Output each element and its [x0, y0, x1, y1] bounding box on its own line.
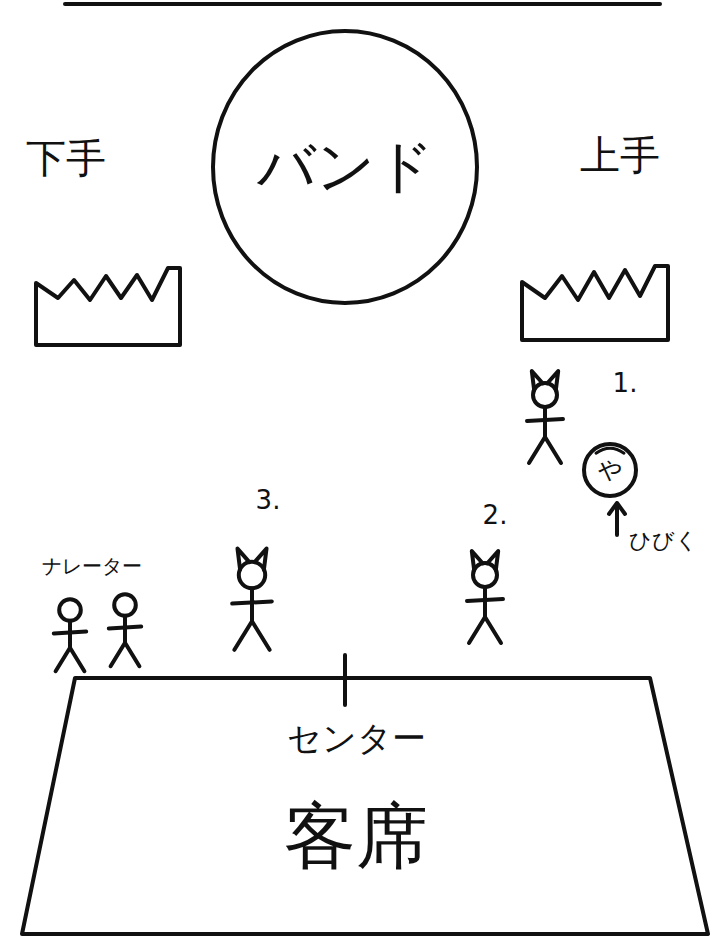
- narrator-label: ナレーター: [42, 555, 142, 577]
- performer-figure: [467, 551, 503, 643]
- drum-label: や: [598, 457, 623, 483]
- drum-circle: や: [582, 442, 638, 498]
- sound-arrow: [609, 503, 625, 535]
- position-number: 2.: [483, 501, 508, 530]
- performer-figure: [54, 599, 86, 671]
- stage-left-label: 下手: [26, 136, 106, 180]
- stage-right-label: 上手: [580, 133, 660, 177]
- performer-figure: [527, 371, 563, 463]
- band-area: バンド: [210, 28, 480, 306]
- sound-note: ひびく: [629, 529, 698, 553]
- position-number: 3.: [256, 486, 281, 515]
- crown-set-piece: [36, 268, 180, 345]
- stage-back-wall: [65, 2, 660, 6]
- center-label: センター: [287, 720, 426, 757]
- audience-label: 客席: [284, 797, 428, 876]
- position-number: 1.: [613, 369, 638, 398]
- band-label: バンド: [257, 135, 434, 199]
- crown-set-piece: [522, 266, 668, 340]
- audience-area: センター客席: [0, 660, 712, 937]
- performer-figure: [109, 594, 141, 666]
- performer-figure: [232, 549, 272, 650]
